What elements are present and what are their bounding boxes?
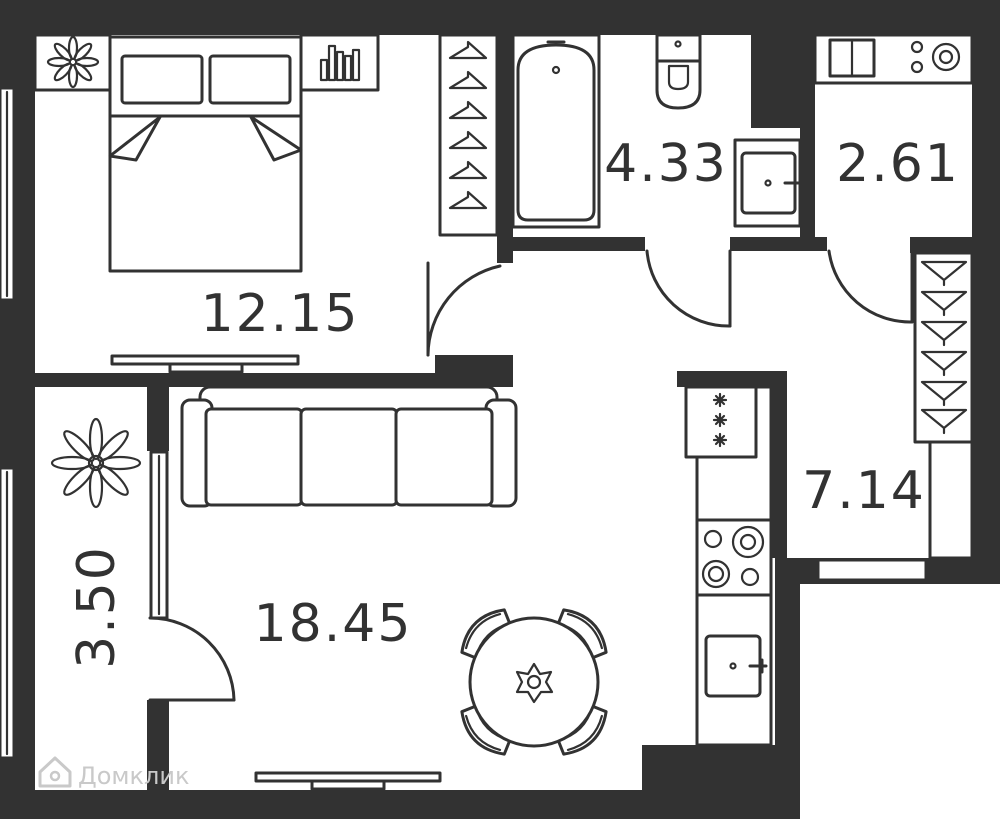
- toilet: [655, 33, 702, 110]
- kitchen-sink: [704, 634, 768, 698]
- living-door: [148, 616, 236, 702]
- watermark-text: Домклик: [78, 762, 189, 790]
- bathroom-area-label: 4.33: [604, 134, 728, 194]
- watermark: Домклик: [38, 756, 189, 790]
- living-kitchen-area-label: 18.45: [254, 594, 413, 654]
- windows: [0, 86, 928, 791]
- house-logo-icon: [38, 756, 72, 788]
- washbasin: [733, 138, 802, 228]
- storage-area-label: 2.61: [836, 134, 960, 194]
- plant-icon: [33, 33, 112, 92]
- storage-appliances: [813, 33, 974, 85]
- radiator: [928, 440, 974, 560]
- table-flower-icon: [515, 662, 554, 704]
- range-hood: [684, 385, 758, 459]
- bedroom-door: [426, 261, 502, 357]
- stove: [701, 525, 765, 589]
- hallway-wardrobe: [913, 251, 974, 444]
- bedroom-area-label: 12.15: [201, 284, 360, 344]
- bathtub: [511, 33, 601, 229]
- balcony-area-label: 3.50: [67, 545, 127, 669]
- bookshelf-icon: [299, 33, 380, 92]
- wardrobe: [438, 33, 499, 237]
- sofa: [180, 385, 518, 508]
- hallway-area-label: 7.14: [802, 461, 926, 521]
- balcony-plant-icon: [50, 417, 142, 509]
- dining-table: [460, 608, 608, 756]
- bathroom-door: [645, 249, 732, 328]
- storage-door: [827, 249, 914, 324]
- bed: [108, 35, 303, 273]
